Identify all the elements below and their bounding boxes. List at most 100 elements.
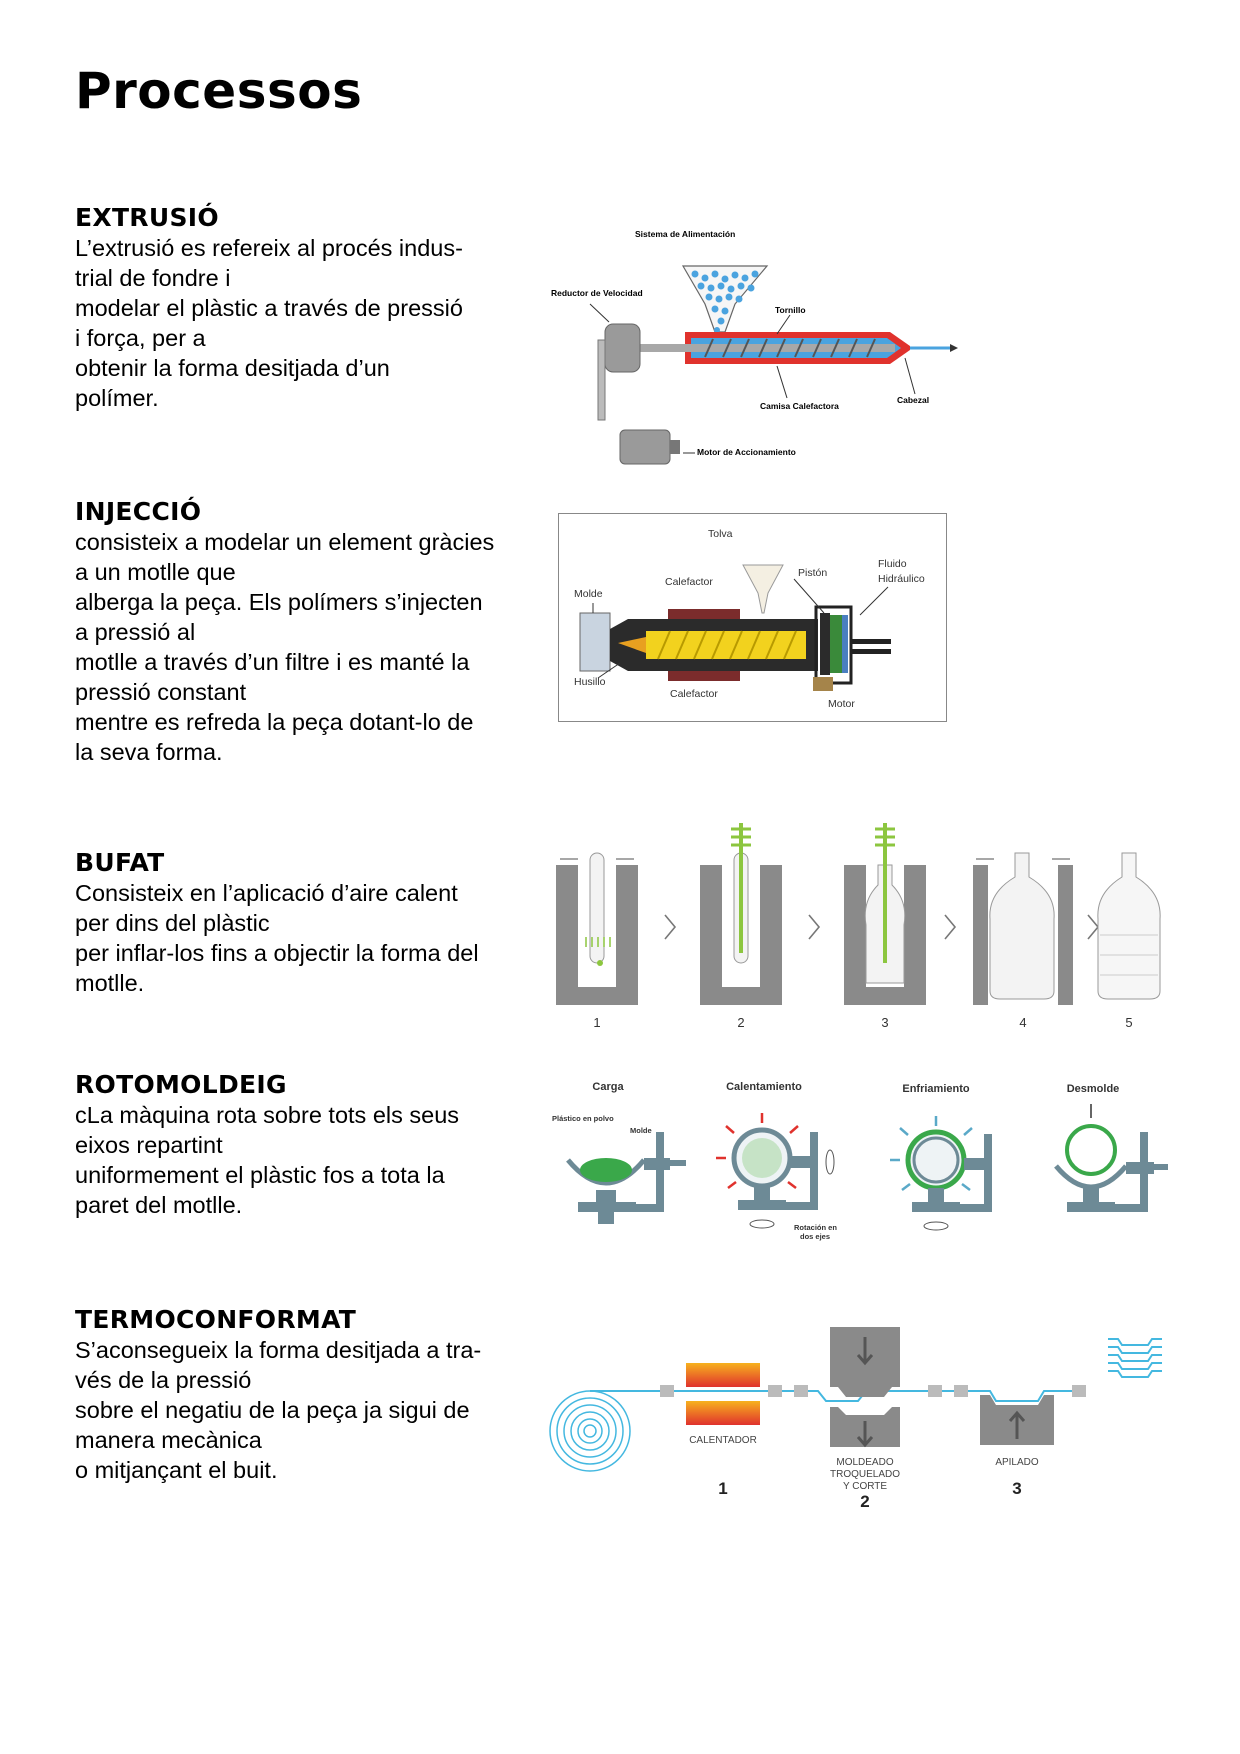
section-text-line: mentre es refreda la peça dotant-lo de bbox=[75, 709, 474, 735]
section-text-line: eixos repartint bbox=[75, 1132, 223, 1158]
reducer-shape bbox=[604, 323, 641, 373]
rotomold-stage-load bbox=[566, 1132, 686, 1224]
section-text-line: alberga la peça. Els polímers s’injecten bbox=[75, 589, 483, 615]
mold-step-4 bbox=[973, 852, 1073, 1005]
section-heading: INJECCIÓ bbox=[75, 497, 202, 526]
step-number: 3 bbox=[1012, 1479, 1021, 1498]
rollers bbox=[660, 1385, 1086, 1397]
section-text-line: per dins del plàstic bbox=[75, 910, 270, 936]
chevron-right-icon bbox=[808, 914, 821, 940]
section-text-line: trial de fondre i bbox=[75, 265, 231, 291]
sheet-roll bbox=[549, 1390, 631, 1472]
step-number: 3 bbox=[881, 1015, 888, 1030]
extrusion-diagram: Sistema de Alimentación Reductor de Velo… bbox=[551, 229, 958, 465]
stretch-rod bbox=[739, 823, 743, 953]
rotation-arrow-icon bbox=[825, 1149, 835, 1175]
section-heading: ROTOMOLDEIG bbox=[75, 1070, 287, 1099]
piston-head bbox=[830, 615, 842, 673]
heater-top-shape bbox=[668, 609, 740, 619]
section-text-line: manera mecànica bbox=[75, 1427, 262, 1453]
mold-shape bbox=[579, 612, 611, 672]
output-arrow bbox=[950, 344, 958, 352]
section-text-line: modelar el plàstic a través de pressió bbox=[75, 295, 463, 321]
label-reducer: Reductor de Velocidad bbox=[551, 288, 643, 298]
stage-label: Desmolde bbox=[1067, 1083, 1120, 1095]
label-head: Cabezal bbox=[897, 395, 929, 405]
label-rotation-1: Rotación en bbox=[794, 1223, 837, 1232]
label-mold: Molde bbox=[574, 588, 603, 600]
label-fluid-1: Fluido bbox=[878, 558, 907, 570]
motor-shape bbox=[619, 429, 671, 465]
section-injeccio: INJECCIÓ consisteix a modelar un element… bbox=[75, 497, 535, 767]
pellets bbox=[691, 270, 759, 333]
thermoforming-diagram: CALENTADOR MOLDEADO TROQUELADO Y CORTE A… bbox=[549, 1327, 1162, 1510]
section-text-line: motlle a través d’un filtre i es manté l… bbox=[75, 649, 470, 675]
section-text-line: consisteix a modelar un element gràcies bbox=[75, 529, 495, 555]
section-bufat: BUFAT Consisteix en l’aplicació d’aire c… bbox=[75, 848, 535, 998]
rotomolding-diagram: Carga Calentamiento Enfriamiento Desmold… bbox=[552, 1081, 1168, 1241]
section-heading: TERMOCONFORMAT bbox=[75, 1305, 357, 1334]
rotation-arrow-icon bbox=[923, 1221, 949, 1231]
section-text-line: vés de la pressió bbox=[75, 1367, 252, 1393]
label-piston: Pistón bbox=[798, 567, 827, 579]
rotomold-stage-heat bbox=[716, 1113, 835, 1229]
injection-diagram: Tolva Calefactor Pistón Fluido Hidráulic… bbox=[558, 513, 947, 722]
step-number: 2 bbox=[860, 1492, 869, 1510]
label-mold-3: Y CORTE bbox=[843, 1481, 887, 1492]
fluid-shape bbox=[842, 615, 848, 673]
step-number: 2 bbox=[737, 1015, 744, 1030]
rod-bottom bbox=[851, 649, 891, 654]
label-heater: CALENTADOR bbox=[689, 1435, 757, 1446]
label-screw: Tornillo bbox=[775, 305, 806, 315]
rod-top bbox=[851, 639, 891, 644]
rotomold-stage-demold bbox=[1054, 1104, 1168, 1212]
label-heater-bottom: Calefactor bbox=[670, 688, 718, 700]
heater-bottom-shape bbox=[686, 1401, 760, 1425]
section-text-line: pressió constant bbox=[75, 679, 247, 705]
belt-shape bbox=[597, 339, 606, 421]
step-number: 5 bbox=[1125, 1015, 1132, 1030]
mold-step-2 bbox=[700, 823, 782, 1005]
section-heading: EXTRUSIÓ bbox=[75, 203, 219, 232]
label-heater-top: Calefactor bbox=[665, 576, 713, 588]
label-spindle: Husillo bbox=[574, 676, 606, 688]
label-mold: Molde bbox=[630, 1126, 652, 1135]
blow-molding-diagram: 1 2 3 4 5 bbox=[556, 823, 1161, 1030]
label-mold-2: TROQUELADO bbox=[830, 1469, 900, 1480]
motor-shape bbox=[813, 677, 833, 691]
label-motor: Motor de Accionamiento bbox=[697, 447, 796, 457]
diagram-frame bbox=[558, 513, 947, 722]
section-text-line: i força, per a bbox=[75, 325, 206, 351]
rotation-arrow-icon bbox=[749, 1219, 775, 1229]
label-barrel: Camisa Calefactora bbox=[760, 401, 839, 411]
stacked-parts bbox=[1108, 1338, 1162, 1378]
cylinder-frame bbox=[814, 605, 853, 685]
rotomold-stage-cool bbox=[890, 1116, 992, 1231]
screw-shaft bbox=[605, 344, 895, 352]
bottle-icon bbox=[1097, 852, 1161, 1000]
step-number: 4 bbox=[1019, 1015, 1026, 1030]
label-motor: Motor bbox=[828, 698, 855, 710]
mold-step-3 bbox=[844, 823, 926, 1005]
section-text-line: S’aconsegueix la forma desitjada a tra- bbox=[75, 1337, 482, 1363]
chevron-right-icon bbox=[944, 914, 957, 940]
step-number: 1 bbox=[593, 1015, 600, 1030]
bottle-step-5 bbox=[1097, 852, 1161, 1000]
section-extrusio: EXTRUSIÓ L’extrusió es refereix al procé… bbox=[75, 203, 535, 413]
heat-arrows bbox=[585, 937, 611, 947]
chevron-right-icon bbox=[664, 914, 677, 940]
section-text-line: per inflar-los fins a objectir la forma … bbox=[75, 940, 479, 966]
section-text-line: uniformement el plàstic fos a tota la bbox=[75, 1162, 445, 1188]
section-termoconformat: TERMOCONFORMAT S’aconsegueix la forma de… bbox=[75, 1305, 535, 1485]
thermometer-icon bbox=[597, 960, 603, 966]
section-text-line: o mitjançant el buit. bbox=[75, 1457, 278, 1483]
label-hopper: Tolva bbox=[708, 528, 733, 540]
section-text-line: a pressió al bbox=[75, 619, 196, 645]
section-text-line: sobre el negatiu de la peça ja sigui de bbox=[75, 1397, 470, 1423]
label-rotation-2: dos ejes bbox=[800, 1232, 830, 1241]
section-text-line: la seva forma. bbox=[75, 739, 223, 765]
stage-label: Carga bbox=[592, 1081, 624, 1093]
stage-label: Calentamiento bbox=[726, 1081, 802, 1093]
label-mold-1: MOLDEADO bbox=[836, 1457, 893, 1468]
section-text-line: motlle. bbox=[75, 970, 145, 996]
